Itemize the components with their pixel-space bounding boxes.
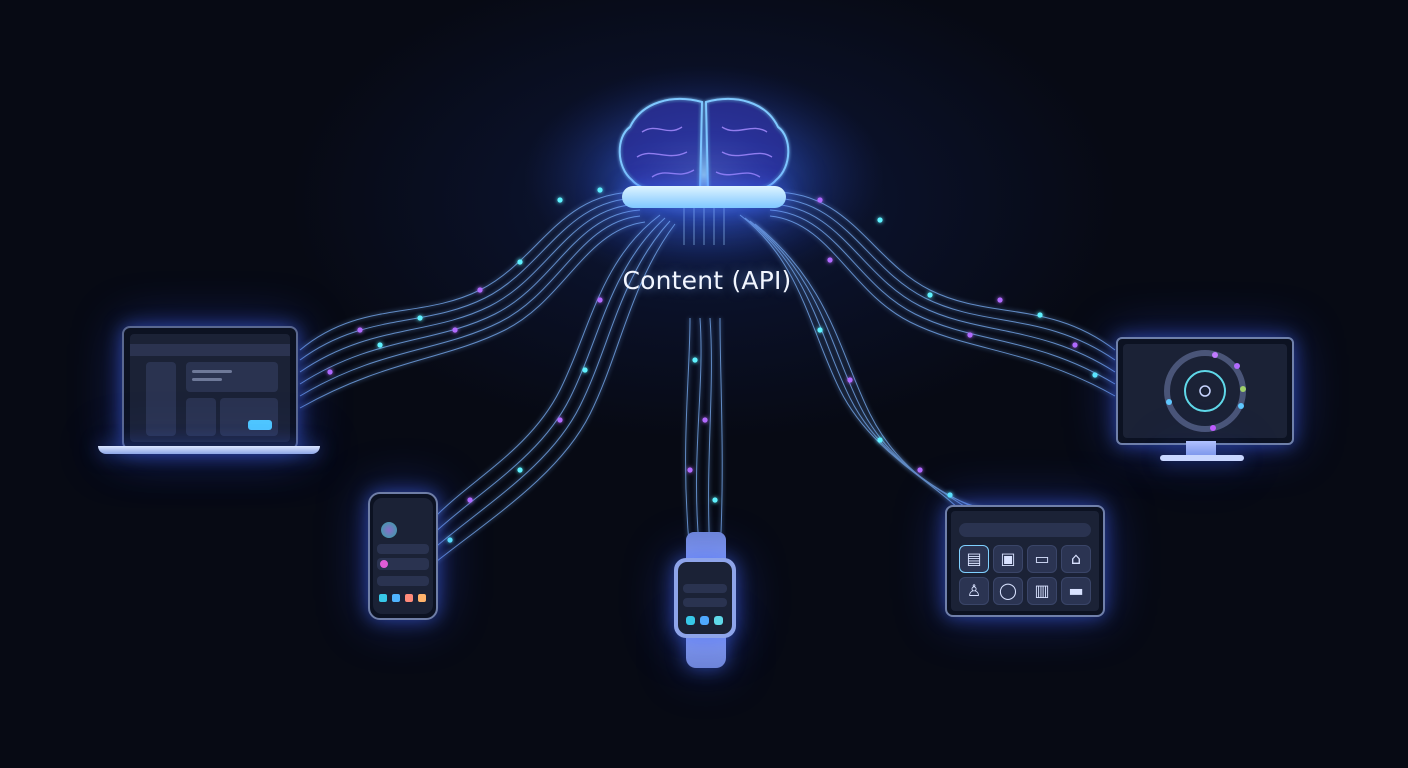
monitor-screen <box>1123 344 1287 438</box>
monitor-base <box>1160 455 1244 461</box>
watch-strap-top <box>686 532 726 562</box>
watch-app-icon <box>714 616 723 625</box>
watch-case <box>674 558 736 638</box>
phone-avatar <box>381 522 397 538</box>
smartphone-device <box>368 492 438 620</box>
picture-icon[interactable]: ▣ <box>993 545 1023 573</box>
laptop-screen-frame <box>122 326 298 450</box>
tv-icon[interactable]: ▭ <box>1027 545 1057 573</box>
monitor-stand <box>1186 441 1216 455</box>
cabinet-icon[interactable]: ▤ <box>959 545 989 573</box>
watch-app-icon <box>700 616 709 625</box>
app-icon <box>405 594 413 602</box>
home-icon[interactable]: ⌂ <box>1061 545 1091 573</box>
circular-dial-icon <box>1164 350 1246 432</box>
person-icon[interactable]: ♙ <box>959 577 989 605</box>
laptop-screen-button <box>248 420 272 430</box>
hub-label: Content (API) <box>622 266 792 295</box>
laptop-screen <box>130 334 290 442</box>
app-icon <box>392 594 400 602</box>
app-icon <box>418 594 426 602</box>
laptop-base <box>98 446 320 454</box>
phone-screen <box>373 498 433 614</box>
tablet-screen: ▤ ▣ ▭ ⌂ ♙ ◯ ▥ ▬ <box>951 511 1099 611</box>
watch-strap-bottom <box>686 634 726 668</box>
robot-vacuum-icon[interactable]: ◯ <box>993 577 1023 605</box>
window-icon[interactable]: ▥ <box>1027 577 1057 605</box>
hub-platform <box>622 186 786 208</box>
monitor-frame <box>1116 337 1294 445</box>
watch-app-icon <box>686 616 695 625</box>
tablet-device: ▤ ▣ ▭ ⌂ ♙ ◯ ▥ ▬ <box>945 505 1105 617</box>
watch-screen <box>678 562 732 634</box>
app-icon <box>379 594 387 602</box>
bed-icon[interactable]: ▬ <box>1061 577 1091 605</box>
